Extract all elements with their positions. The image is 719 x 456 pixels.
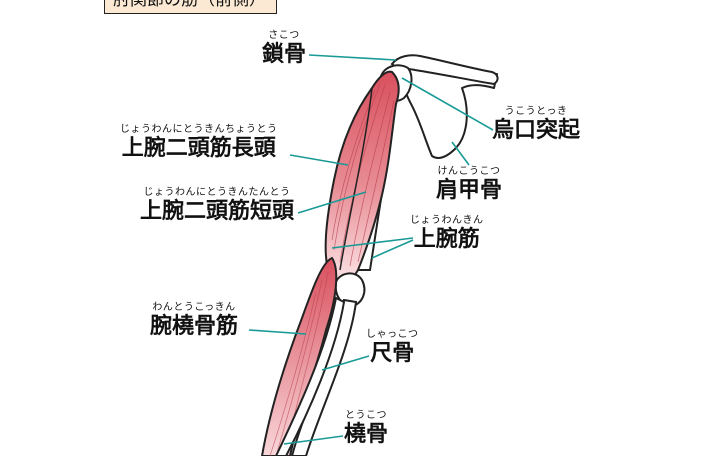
text-radius: 橈骨 <box>344 422 389 447</box>
reading-coracoid: うこうとっき <box>504 106 568 117</box>
reading-biceps-long: じょうわんにとうきんちょうとう <box>120 124 278 135</box>
page-title: 肘関節の筋（前側） <box>104 0 277 14</box>
text-biceps-long: 上腕二頭筋長頭 <box>121 136 276 161</box>
leader-biceps-short <box>297 191 367 214</box>
label-brachioradialis: わんとうこっきん 腕橈骨筋 <box>150 302 238 340</box>
leader-biceps-long <box>289 154 349 166</box>
leader-ulna <box>321 355 370 371</box>
label-ulna: しゃっこつ 尺骨 <box>366 329 419 367</box>
label-biceps-long: じょうわんにとうきんちょうとう 上腕二頭筋長頭 <box>120 124 278 162</box>
radius-shape <box>274 296 346 456</box>
text-brachioradialis: 腕橈骨筋 <box>150 314 239 339</box>
text-clavicle: 鎖骨 <box>262 42 307 67</box>
label-scapula: けんこうこつ 肩甲骨 <box>436 166 502 204</box>
label-coracoid: うこうとっき 烏口突起 <box>492 106 580 144</box>
reading-biceps-short: じょうわんにとうきんたんとう <box>143 187 291 198</box>
leader-biceps-a <box>331 237 414 249</box>
label-biceps-short: じょうわんにとうきんたんとう 上腕二頭筋短頭 <box>140 187 294 225</box>
reading-biceps: じょうわんきん <box>410 215 484 226</box>
clavicle-shape <box>390 54 499 86</box>
label-radius: とうこつ 橈骨 <box>344 410 388 448</box>
brachioradialis-muscle <box>260 256 338 456</box>
leader-biceps-b <box>371 239 414 259</box>
text-scapula: 肩甲骨 <box>436 178 503 203</box>
text-ulna: 尺骨 <box>370 341 415 366</box>
biceps-heads-divider <box>339 87 373 271</box>
label-clavicle: さこつ 鎖骨 <box>262 30 306 68</box>
text-biceps: 上腕筋 <box>413 227 480 252</box>
leader-lines <box>248 54 494 445</box>
leader-clavicle <box>308 54 397 61</box>
label-biceps: じょうわんきん 上腕筋 <box>410 215 484 253</box>
text-coracoid: 烏口突起 <box>492 118 581 143</box>
leader-radius <box>283 435 344 445</box>
leader-brachioradialis <box>248 329 307 335</box>
leader-scapula <box>451 141 470 166</box>
leader-coracoid <box>401 77 494 131</box>
reading-ulna: しゃっこつ <box>366 329 419 340</box>
reading-brachioradialis: わんとうこっきん <box>152 302 236 313</box>
reading-clavicle: さこつ <box>268 30 300 41</box>
reading-scapula: けんこうこつ <box>437 166 501 177</box>
reading-radius: とうこつ <box>345 410 387 421</box>
text-biceps-short: 上腕二頭筋短頭 <box>140 199 295 224</box>
